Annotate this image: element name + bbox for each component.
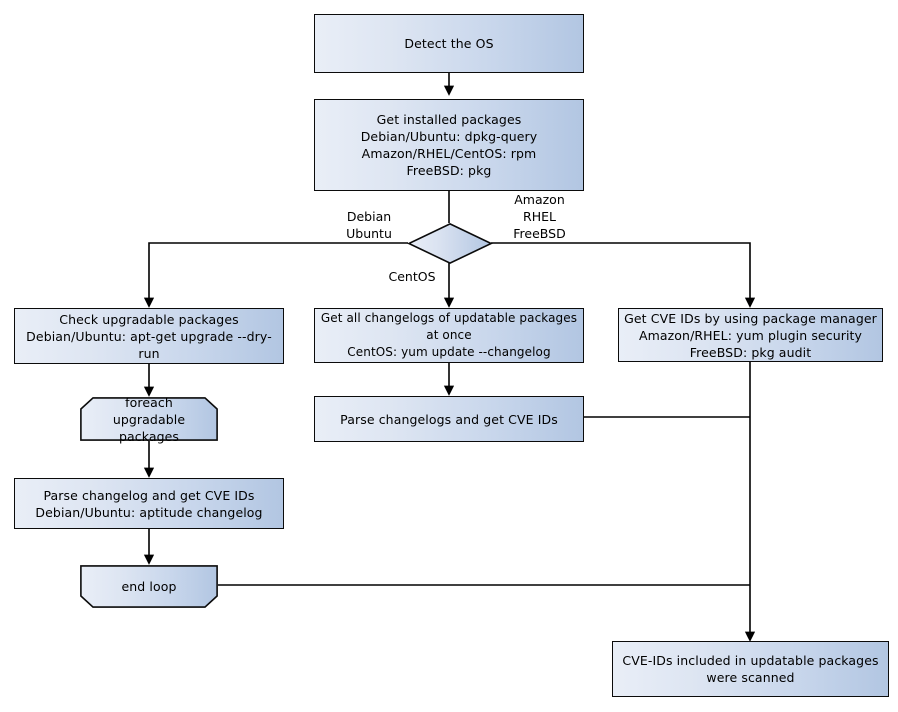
node-end-loop-label: end loop [121, 579, 177, 594]
edge-decision-to-cve-pkgmgr [491, 242, 756, 308]
node-detect-os[interactable]: Detect the OS [314, 14, 584, 73]
node-check-upgradable[interactable]: Check upgradable packages Debian/Ubuntu:… [14, 308, 284, 364]
node-parse-changelogs-centos[interactable]: Parse changelogs and get CVE IDs [314, 396, 584, 442]
node-detect-os-label: Detect the OS [404, 36, 494, 51]
node-parse-changelog-debian-label: Parse changelog and get CVE IDs Debian/U… [35, 487, 263, 520]
node-parse-changelog-debian[interactable]: Parse changelog and get CVE IDs Debian/U… [14, 478, 284, 529]
node-parse-changelogs-centos-label: Parse changelogs and get CVE IDs [340, 411, 558, 427]
node-end-loop[interactable]: end loop [80, 565, 218, 608]
node-scan-complete-label: CVE-IDs included in updatable packages w… [622, 653, 879, 685]
edge-label-amazon-rhel-freebsd: Amazon RHEL FreeBSD [513, 192, 566, 241]
node-get-installed-packages-label: Get installed packages Debian/Ubuntu: dp… [360, 112, 538, 178]
node-scan-complete[interactable]: CVE-IDs included in updatable packages w… [612, 641, 889, 697]
node-get-all-changelogs[interactable]: Get all changelogs of updatable packages… [314, 308, 584, 363]
node-foreach-loop-label: foreach upgradable packages [112, 394, 186, 444]
node-get-installed-packages[interactable]: Get installed packages Debian/Ubuntu: dp… [314, 99, 584, 191]
node-get-cve-pkg-manager-label: Get CVE IDs by using package manager Ama… [624, 310, 877, 360]
edge-label-centos: CentOS [388, 269, 436, 284]
node-check-upgradable-label: Check upgradable packages Debian/Ubuntu:… [26, 311, 272, 361]
node-get-all-changelogs-label: Get all changelogs of updatable packages… [320, 311, 578, 359]
node-foreach-loop[interactable]: foreach upgradable packages [80, 395, 218, 444]
node-os-decision[interactable] [407, 223, 493, 264]
edge-label-debian-ubuntu: Debian Ubuntu [346, 209, 392, 241]
edge-decision-to-check-upgradable [143, 242, 408, 308]
node-get-cve-pkg-manager[interactable]: Get CVE IDs by using package manager Ama… [618, 308, 883, 362]
